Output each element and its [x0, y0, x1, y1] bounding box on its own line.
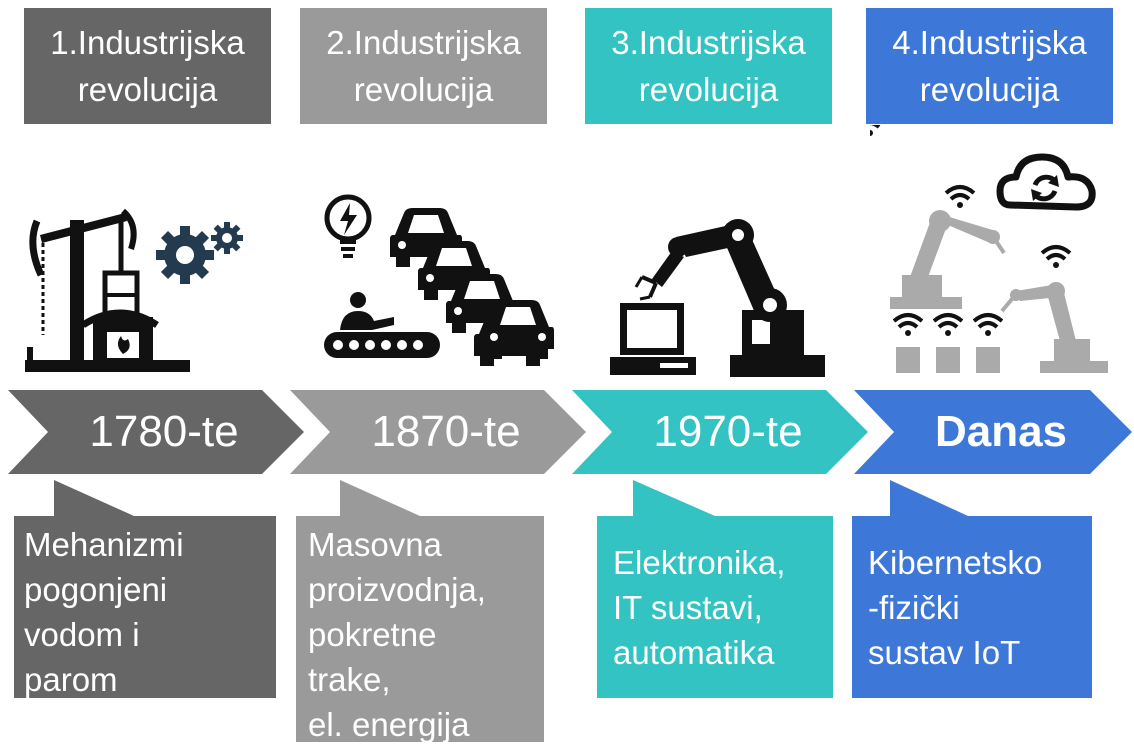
description-callout-2: Masovna proizvodnja, pokretne trake, el.… — [296, 480, 544, 743]
period-label: 1780-te — [89, 407, 239, 456]
steam-engine-icon — [15, 125, 280, 390]
title-box-2: 2.Industrijska revolucija — [300, 8, 547, 124]
title-line2: revolucija — [919, 71, 1060, 108]
period-chevron-1: 1780-te — [8, 390, 304, 474]
title-box-3: 3.Industrijska revolucija — [585, 8, 832, 124]
period-label: 1870-te — [371, 407, 521, 456]
description-callout-4: Kibernetsko -fizički sustav IoT — [852, 480, 1092, 698]
title-line1: 1.Industrijska — [50, 24, 245, 61]
description-text: Elektronika, IT sustavi, automatika — [613, 544, 786, 671]
period-chevron-2: 1870-te — [290, 390, 586, 474]
description-text: Masovna proizvodnja, pokretne trake, el.… — [308, 526, 486, 743]
title-line1: 4.Industrijska — [892, 24, 1087, 61]
title-box-1: 1.Industrijska revolucija — [24, 8, 271, 124]
assembly-line-icon — [310, 125, 575, 390]
description-text: Kibernetsko -fizički sustav IoT — [868, 544, 1043, 671]
title-box-4: 4.Industrijska revolucija — [866, 8, 1113, 124]
description-callout-1: Mehanizmi pogonjeni vodom i parom — [14, 480, 276, 698]
description-text: Mehanizmi pogonjeni vodom i parom — [24, 526, 184, 698]
period-label: 1970-te — [653, 407, 803, 456]
title-line2: revolucija — [353, 71, 494, 108]
period-chevron-4: Danas — [854, 390, 1132, 474]
iot-cloud-robots-icon — [870, 125, 1130, 390]
description-callout-3: Elektronika, IT sustavi, automatika — [597, 480, 833, 698]
robot-arm-computer-icon — [590, 125, 855, 390]
title-line2: revolucija — [77, 71, 218, 108]
title-line2: revolucija — [638, 71, 779, 108]
title-line1: 2.Industrijska — [326, 24, 521, 61]
period-chevron-3: 1970-te — [572, 390, 868, 474]
period-label: Danas — [934, 407, 1068, 456]
title-line1: 3.Industrijska — [611, 24, 806, 61]
